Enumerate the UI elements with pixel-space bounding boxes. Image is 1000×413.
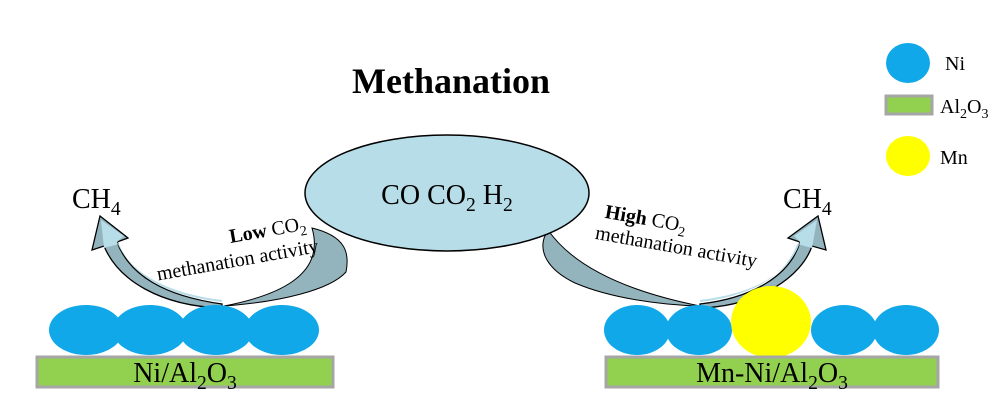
ni-particle (49, 305, 123, 355)
left-arrow-band (223, 227, 348, 307)
legend-al2o3-swatch (884, 94, 934, 116)
ni-particle (873, 305, 939, 355)
legend-ni-swatch (886, 43, 930, 83)
reactant-ellipse (304, 134, 590, 252)
ni-particle (811, 305, 877, 355)
left-product-label: CH4 (72, 184, 121, 220)
ni-particle (666, 305, 732, 355)
ni-particle (179, 305, 253, 355)
ni-particle (604, 305, 670, 355)
reactants-label: CO CO2 H2 (381, 180, 513, 216)
right-arrow-band (542, 229, 701, 307)
left-curved-arrow (91, 214, 223, 309)
right-product-label: CH4 (783, 184, 832, 220)
mn-particle (731, 286, 811, 358)
al2o3-support (35, 355, 335, 389)
legend-al2o3-label: Al2O3 (940, 96, 988, 122)
ni-particle (113, 305, 187, 355)
right-catalyst-label: Mn-Ni/Al2O3 (696, 358, 848, 394)
left-catalyst: Ni/Al2O3 (35, 305, 335, 394)
left-catalyst-label: Ni/Al2O3 (133, 358, 237, 394)
al2o3-support (604, 355, 940, 389)
legend-mn-label: Mn (940, 147, 968, 169)
ni-particle (245, 305, 319, 355)
diagram-title: Methanation (352, 61, 550, 101)
right-catalyst: Mn-Ni/Al2O3 (604, 286, 940, 394)
legend: Ni Al2O3 Mn (884, 43, 988, 176)
legend-mn-swatch (886, 136, 930, 176)
legend-ni-label: Ni (945, 53, 965, 75)
